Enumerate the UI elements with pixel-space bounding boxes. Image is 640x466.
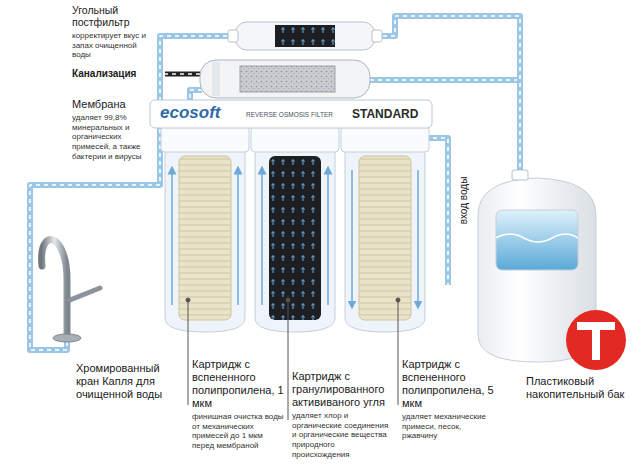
callout-block: Пластиковый накопительный бак xyxy=(526,375,632,401)
callout-body: корректирует вкус и запах очищенной воды xyxy=(72,31,156,60)
callout-block: Картридж с гранулированного актививаного… xyxy=(292,370,394,460)
inlet-label: вход воды xyxy=(458,177,469,225)
faucet xyxy=(42,240,100,342)
callout-heading: Хромированный кран Капля для очищенной в… xyxy=(76,362,182,401)
callout-heading: Картридж с гранулированного актививаного… xyxy=(292,370,394,409)
callout-heading: Мембрана xyxy=(72,98,154,111)
callout-body: удаляет механические примеси, песок, ржа… xyxy=(402,412,494,441)
callout-heading: Угольный постфильтр xyxy=(72,4,156,29)
model-name: STANDARD xyxy=(352,107,418,121)
mounting-plate xyxy=(150,100,432,128)
callout-block: Мембрана удаляет 99,8% минеральных и орга… xyxy=(72,98,154,162)
leader-line xyxy=(186,298,400,420)
callout-block: Угольный постфильтркорректирует вкус и з… xyxy=(72,4,156,60)
callout-body: удаляет 99,8% минеральных и органических… xyxy=(72,113,154,162)
post-filter xyxy=(228,22,382,50)
callout-heading: Картридж с вспененного полипропилена, 5 … xyxy=(402,358,494,410)
brand-logo: ecosoft xyxy=(160,103,220,123)
callout-block: Картридж с вспененного полипропилена, 5 … xyxy=(402,358,494,441)
callout-body: финишная очистка воды от механических пр… xyxy=(192,412,284,451)
callout-block: Хромированный кран Капля для очищенной в… xyxy=(76,362,182,401)
drain-line xyxy=(165,74,200,75)
drain-label: Канализация xyxy=(72,68,136,79)
watermark-logo xyxy=(566,310,626,370)
water-tube xyxy=(30,16,520,350)
cartridge-housing xyxy=(161,126,429,332)
callout-heading: Пластиковый накопительный бак xyxy=(526,375,632,401)
callout-heading: Картридж с вспененного полипропилена, 1 … xyxy=(192,358,284,410)
membrane-housing xyxy=(200,60,370,98)
callout-block: Картридж с вспененного полипропилена, 1 … xyxy=(192,358,284,451)
callout-body: удаляет хлор и органические соединения и… xyxy=(292,411,394,460)
product-subtitle: REVERSE OSMOSIS FILTER xyxy=(246,111,333,118)
